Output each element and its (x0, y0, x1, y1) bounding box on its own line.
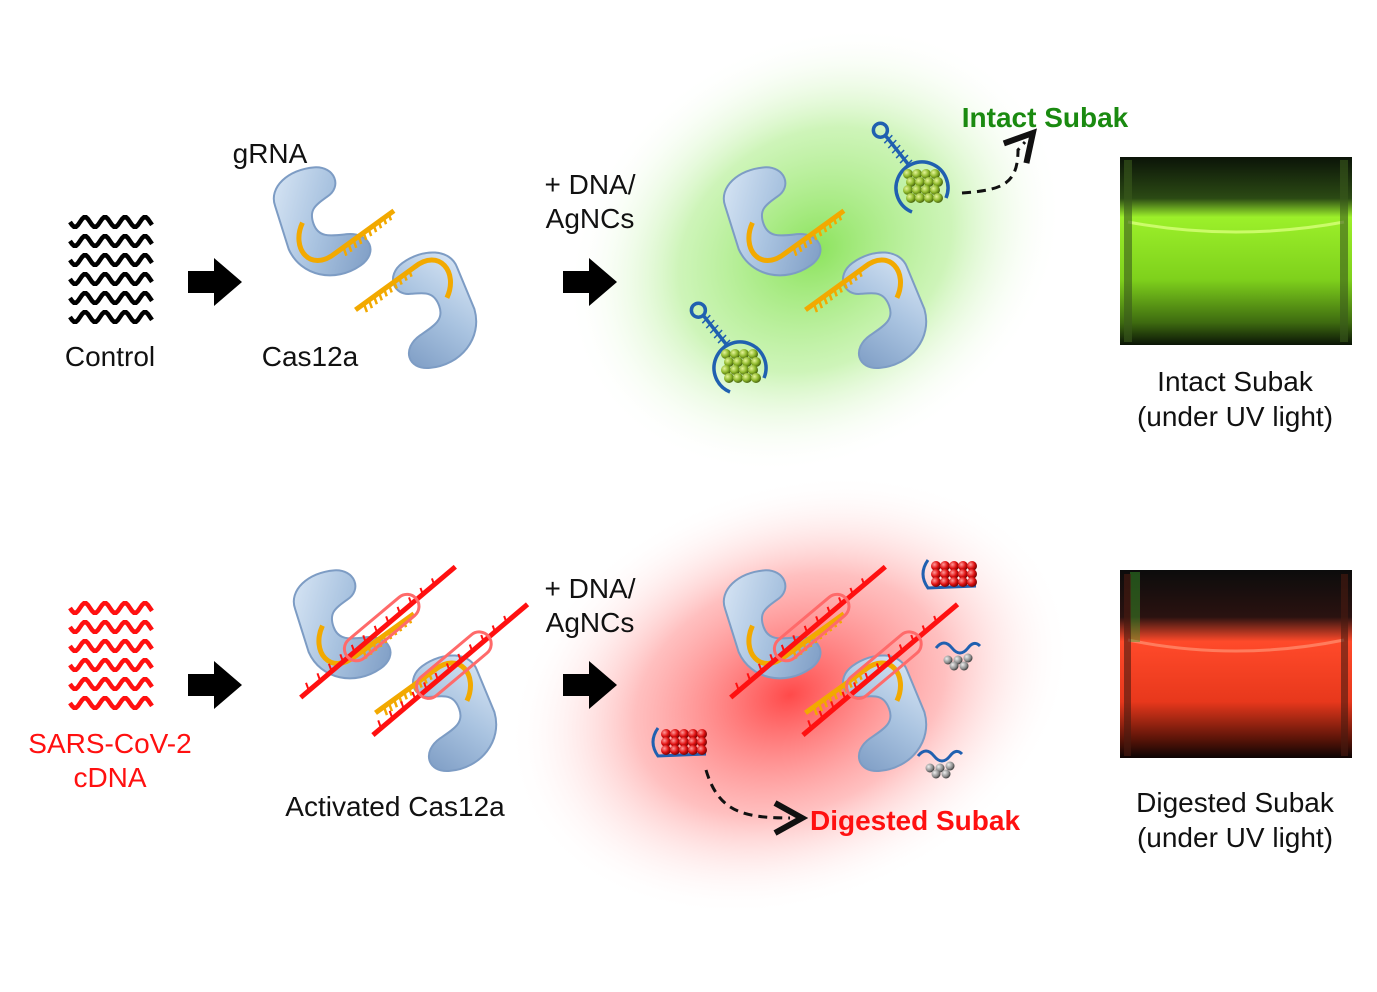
process-arrow (188, 258, 242, 306)
digested-photo-caption-line2: (under UV light) (1110, 821, 1360, 855)
grna-base (364, 305, 367, 313)
silver-atom (661, 745, 671, 755)
silver-atom (742, 373, 752, 383)
silver-atom (924, 193, 934, 203)
target-dna-strand (70, 679, 152, 689)
silver-atom (915, 193, 925, 203)
digested-photo-caption-line1: Digested Subak (1110, 786, 1360, 820)
dna-base (317, 673, 320, 681)
silver-atom (940, 577, 950, 587)
silver-atom (670, 745, 680, 755)
grna-base (374, 297, 377, 305)
silver-atom (942, 770, 951, 779)
red-fluorescence-glow (446, 398, 1135, 991)
top-reagent-label-line2: AgNCs (520, 202, 660, 236)
cas12a-protein-lobe (265, 157, 376, 289)
grna-base (384, 708, 387, 716)
target-dna-strand (70, 603, 152, 613)
silver-atom (697, 745, 707, 755)
sars-cov-2-label-line2: cDNA (10, 761, 210, 795)
agnc-cluster-green (721, 349, 761, 383)
control-label: Control (40, 340, 180, 374)
intact-photo-caption-line1: Intact Subak (1110, 365, 1360, 399)
grna-label: gRNA (220, 137, 320, 171)
sars-cov-2-cdna-icon (70, 603, 152, 708)
dna-base (306, 683, 309, 691)
control-dna-strand (70, 255, 152, 265)
silver-atom (733, 373, 743, 383)
cas12a-protein-lobe (378, 243, 489, 375)
control-dna-strand (70, 312, 152, 322)
target-dna-strand (70, 698, 152, 708)
grna-base (369, 301, 372, 309)
silver-atom (906, 193, 916, 203)
digested-subak-vial-photo (1120, 570, 1352, 758)
grna-base (394, 700, 397, 708)
digested-subak-label: Digested Subak (790, 804, 1040, 838)
bottom-reagent-label-line2: AgNCs (520, 606, 660, 640)
dna-base (378, 720, 381, 728)
top-reagent-label-line1: + DNA/ (520, 168, 660, 202)
control-dna-icon (70, 217, 152, 322)
silver-atom (933, 193, 943, 203)
control-dna-strand (70, 217, 152, 227)
sars-cov-2-label-line1: SARS-CoV-2 (10, 727, 210, 761)
target-dna-strand (70, 641, 152, 651)
dna-base (390, 711, 393, 719)
bottom-reagent-label-line1: + DNA/ (520, 572, 660, 606)
process-arrow (188, 661, 242, 709)
silver-atom (964, 654, 973, 663)
silver-atom (946, 762, 955, 771)
cas12a-protein-lobe (285, 560, 396, 692)
silver-atom (949, 577, 959, 587)
target-dna-strand (70, 660, 152, 670)
target-dna-strand (70, 622, 152, 632)
silver-atom (958, 577, 968, 587)
control-dna-strand (70, 293, 152, 303)
intact-subak-label: Intact Subak (940, 101, 1150, 135)
intact-subak-vial-photo (1120, 157, 1352, 345)
silver-atom (931, 577, 941, 587)
silver-atom (724, 373, 734, 383)
silver-atom (688, 745, 698, 755)
silver-atom (950, 662, 959, 671)
control-dna-strand (70, 274, 152, 284)
intact-photo-caption-line2: (under UV light) (1110, 400, 1360, 434)
control-dna-strand (70, 236, 152, 246)
silver-atom (751, 373, 761, 383)
activated-cas12a-label: Activated Cas12a (250, 790, 540, 824)
cas12a-label: Cas12a (245, 340, 375, 374)
silver-atom (932, 770, 941, 779)
agnc-cluster-green (903, 169, 943, 203)
silver-atom (679, 745, 689, 755)
grna-base (389, 704, 392, 712)
silver-atom (960, 662, 969, 671)
silver-atom (967, 577, 977, 587)
